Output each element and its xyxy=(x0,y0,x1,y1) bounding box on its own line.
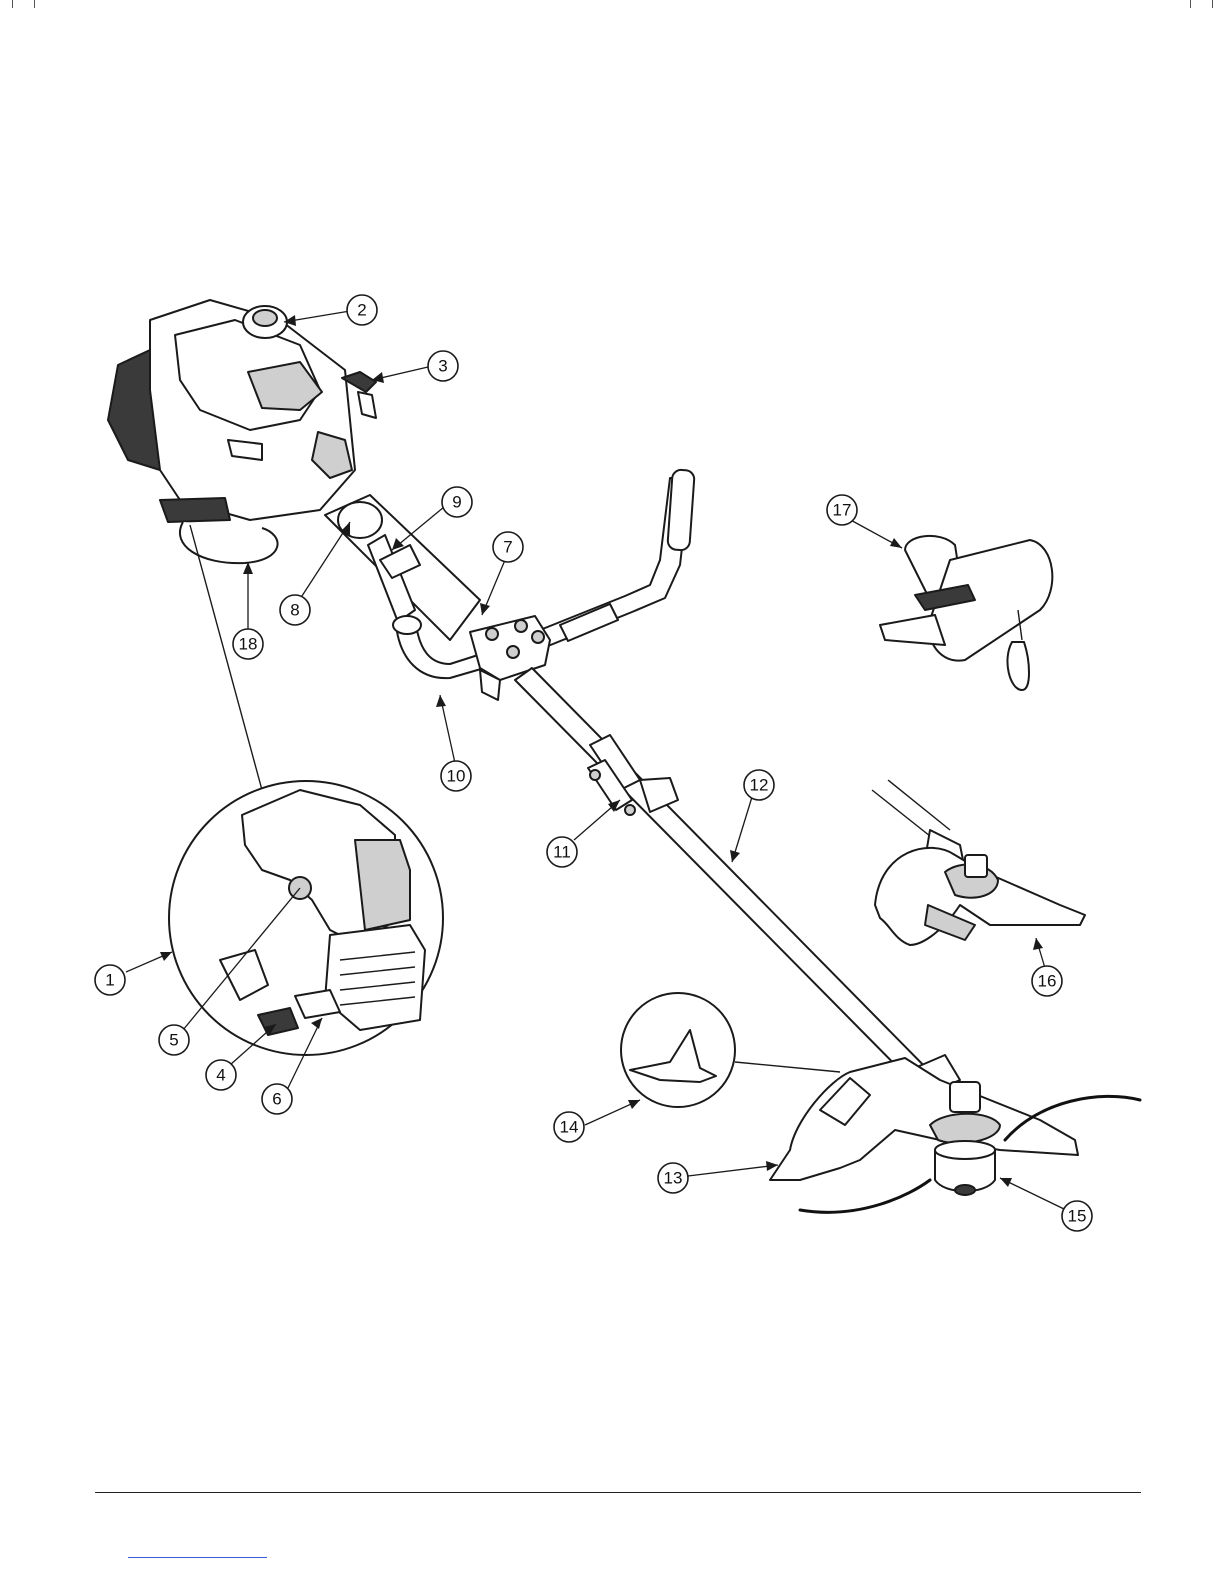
footer-link-underline[interactable] xyxy=(128,1557,267,1558)
callout-13: 13 xyxy=(658,1163,688,1193)
callout-8: 8 xyxy=(280,595,310,625)
callout-label: 12 xyxy=(750,776,769,795)
callout-label: 5 xyxy=(169,1031,178,1050)
callout-1: 1 xyxy=(95,965,125,995)
trimmer-head-assembly xyxy=(770,1055,1140,1212)
callout-label: 16 xyxy=(1038,972,1057,991)
callout-12: 12 xyxy=(744,770,774,800)
callout-label: 3 xyxy=(438,357,447,376)
callout-10: 10 xyxy=(441,761,471,791)
callout-label: 14 xyxy=(560,1118,579,1137)
callout-label: 15 xyxy=(1068,1207,1087,1226)
callout-14: 14 xyxy=(554,1112,584,1142)
guard-detail xyxy=(872,780,1085,945)
callout-16: 16 xyxy=(1032,966,1062,996)
callout-4: 4 xyxy=(206,1060,236,1090)
callout-label: 9 xyxy=(452,493,461,512)
footer-divider xyxy=(95,1492,1141,1493)
engine-housing xyxy=(108,300,355,522)
callout-17: 17 xyxy=(827,495,857,525)
callout-label: 6 xyxy=(272,1090,281,1109)
callout-label: 1 xyxy=(105,971,114,990)
callout-5: 5 xyxy=(159,1025,189,1055)
callout-label: 17 xyxy=(833,501,852,520)
callout-18: 18 xyxy=(233,629,263,659)
callout-label: 4 xyxy=(216,1066,225,1085)
callout-label: 13 xyxy=(664,1169,683,1188)
shoulder-harness xyxy=(880,536,1052,690)
callout-7: 7 xyxy=(493,532,523,562)
callout-15: 15 xyxy=(1062,1201,1092,1231)
callout-label: 2 xyxy=(357,301,366,320)
callout-9: 9 xyxy=(442,487,472,517)
callout-11: 11 xyxy=(547,837,577,867)
line-cutter-inset xyxy=(621,993,840,1107)
callout-6: 6 xyxy=(262,1084,292,1114)
callout-label: 18 xyxy=(239,635,258,654)
callout-label: 7 xyxy=(503,538,512,557)
callout-3: 3 xyxy=(428,351,458,381)
callout-label: 11 xyxy=(553,843,571,862)
callout-label: 8 xyxy=(290,601,299,620)
callout-label: 10 xyxy=(447,767,466,786)
callout-2: 2 xyxy=(347,295,377,325)
